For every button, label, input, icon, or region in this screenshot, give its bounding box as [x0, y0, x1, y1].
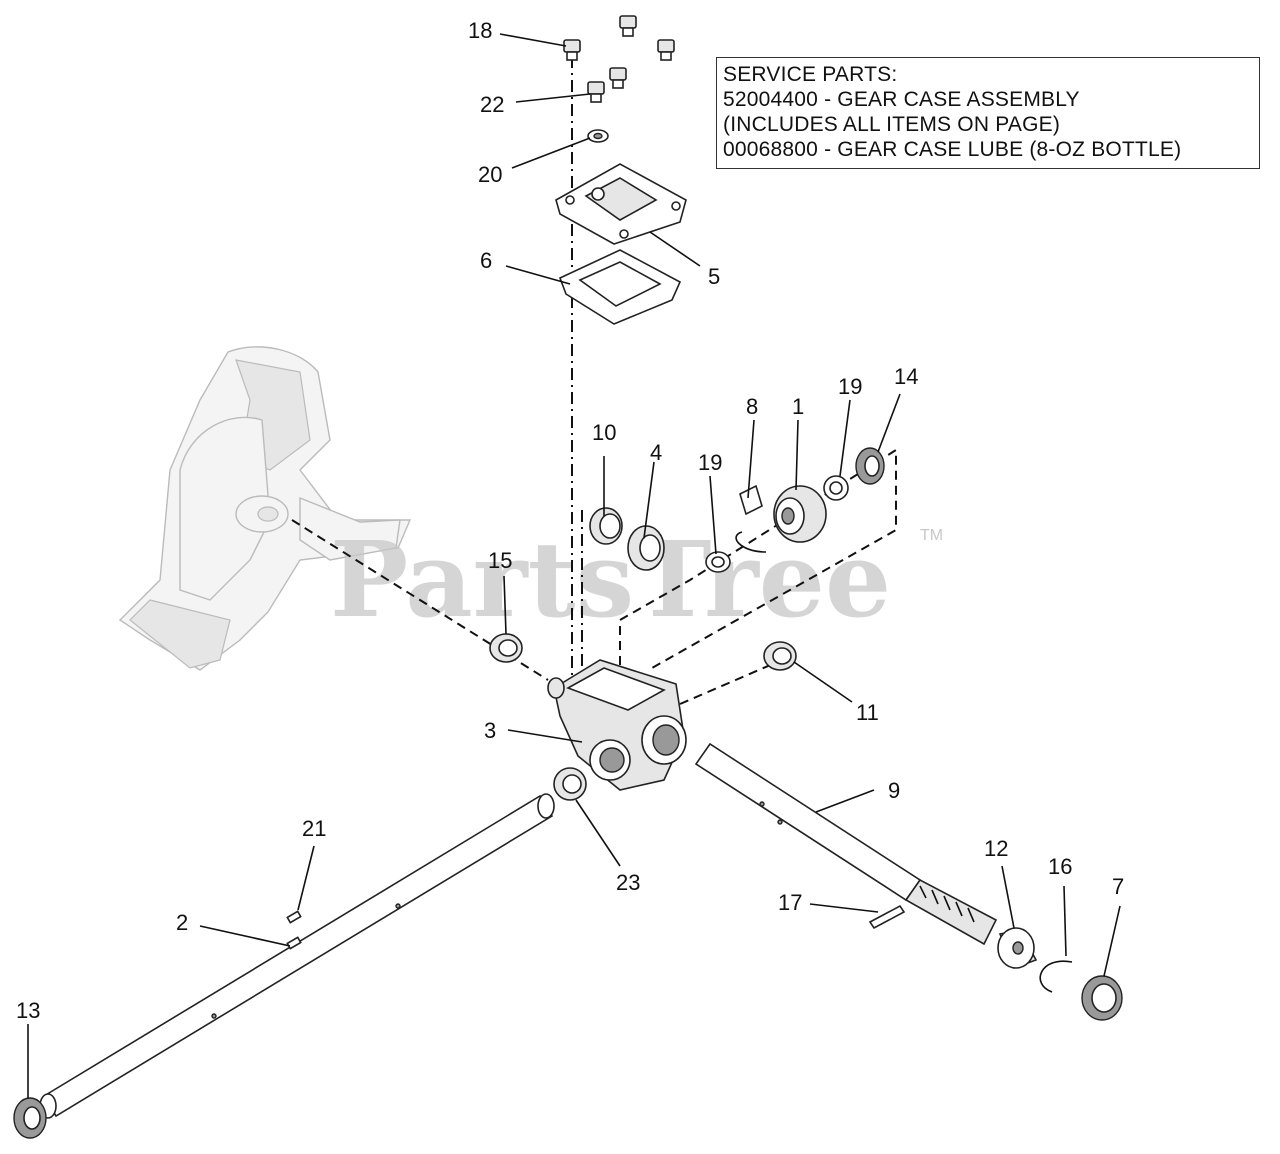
gear-case-cover-5	[555, 163, 687, 245]
callout-19-right: 19	[838, 374, 862, 399]
leader-12	[1001, 865, 1015, 929]
worm-gear-1	[773, 485, 827, 543]
leader-11	[793, 661, 853, 703]
leader-15	[503, 575, 507, 635]
snap-ring-16	[1039, 960, 1073, 993]
callout-13: 13	[16, 998, 40, 1023]
service-part-gear-case-assembly: 52004400 - GEAR CASE ASSEMBLY	[723, 88, 1080, 111]
alignment-line-impeller	[291, 519, 549, 681]
service-part-includes-note: (INCLUDES ALL ITEMS ON PAGE)	[723, 113, 1061, 136]
leader-21	[297, 845, 315, 911]
callout-19-left: 19	[698, 450, 722, 475]
service-parts-heading: SERVICE PARTS:	[723, 63, 898, 86]
leader-19-left	[709, 475, 717, 555]
callout-5: 5	[708, 264, 720, 289]
gear-case-3	[547, 659, 687, 791]
pin-21	[286, 910, 302, 924]
leader-22	[515, 93, 591, 103]
seal-11	[763, 641, 797, 671]
callout-18: 18	[468, 18, 492, 43]
callout-7: 7	[1112, 874, 1124, 899]
callout-12: 12	[984, 836, 1008, 861]
bearing-14	[855, 447, 885, 485]
callout-23: 23	[616, 870, 640, 895]
leader-20	[511, 137, 591, 169]
bearing-10	[589, 507, 623, 545]
callout-9: 9	[888, 778, 900, 803]
callout-3: 3	[484, 718, 496, 743]
leader-2	[199, 925, 291, 947]
leader-4	[643, 461, 655, 539]
bolt-22	[587, 81, 605, 103]
callout-20: 20	[478, 162, 502, 187]
service-parts-box: SERVICE PARTS: 52004400 - GEAR CASE ASSE…	[716, 57, 1260, 169]
worm-shaft-9	[694, 742, 998, 946]
callout-21: 21	[302, 816, 326, 841]
callout-6: 6	[480, 248, 492, 273]
leader-3	[507, 729, 583, 743]
callout-16: 16	[1048, 854, 1072, 879]
seal-23	[553, 767, 587, 801]
service-part-gear-case-lube: 00068800 - GEAR CASE LUBE (8-OZ BOTTLE)	[723, 138, 1182, 161]
callout-4: 4	[650, 440, 662, 465]
callout-2: 2	[176, 910, 188, 935]
bolt-18	[563, 39, 581, 61]
leader-17	[809, 903, 879, 913]
bearing-4	[627, 525, 665, 571]
callout-11: 11	[856, 700, 879, 725]
leader-6	[505, 265, 571, 285]
leader-8	[747, 419, 755, 499]
leader-18	[499, 33, 567, 47]
bolt-a	[619, 15, 637, 37]
end-cap-7	[1081, 975, 1123, 1021]
snap-ring	[735, 531, 767, 553]
bearing-13	[13, 1097, 47, 1139]
bolt-b	[657, 39, 675, 61]
callout-14: 14	[894, 364, 918, 389]
leader-16	[1063, 885, 1067, 957]
alignment-line-seal-11	[679, 659, 783, 705]
callout-8: 8	[746, 394, 758, 419]
leader-7	[1103, 905, 1121, 977]
leader-9	[815, 789, 875, 813]
callout-22: 22	[480, 92, 504, 117]
gasket-6	[558, 249, 682, 325]
bearing-12	[997, 927, 1038, 970]
leader-5	[649, 231, 701, 267]
callout-17: 17	[778, 890, 802, 915]
leader-14	[877, 393, 901, 453]
roll-pin-17	[868, 904, 906, 930]
leader-19-right	[839, 399, 851, 477]
impeller-housing-ghost	[118, 346, 412, 671]
seal-15	[489, 633, 523, 663]
bolt-c	[609, 67, 627, 89]
leader-1	[795, 419, 799, 491]
key-8	[739, 484, 763, 516]
watermark-trademark: TM	[920, 527, 943, 544]
callout-1: 1	[792, 394, 804, 419]
callout-10: 10	[592, 420, 616, 445]
callout-15: 15	[488, 548, 512, 573]
impeller-shaft-2	[39, 793, 555, 1119]
leader-23	[575, 799, 621, 867]
bolt-group	[563, 15, 675, 103]
